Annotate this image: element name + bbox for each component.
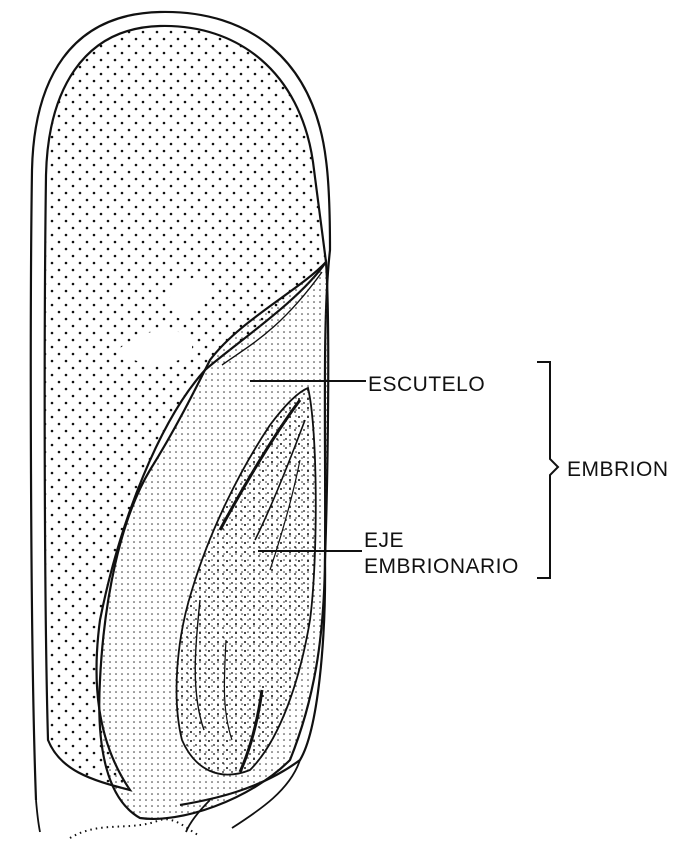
dotted-base-line [70, 819, 200, 838]
embrion-bracket [537, 362, 558, 578]
label-eje: EJE [364, 529, 404, 553]
label-escutelo: ESCUTELO [368, 373, 485, 397]
label-embrionario: EMBRIONARIO [364, 555, 519, 579]
label-embrion: EMBRION [567, 458, 669, 482]
